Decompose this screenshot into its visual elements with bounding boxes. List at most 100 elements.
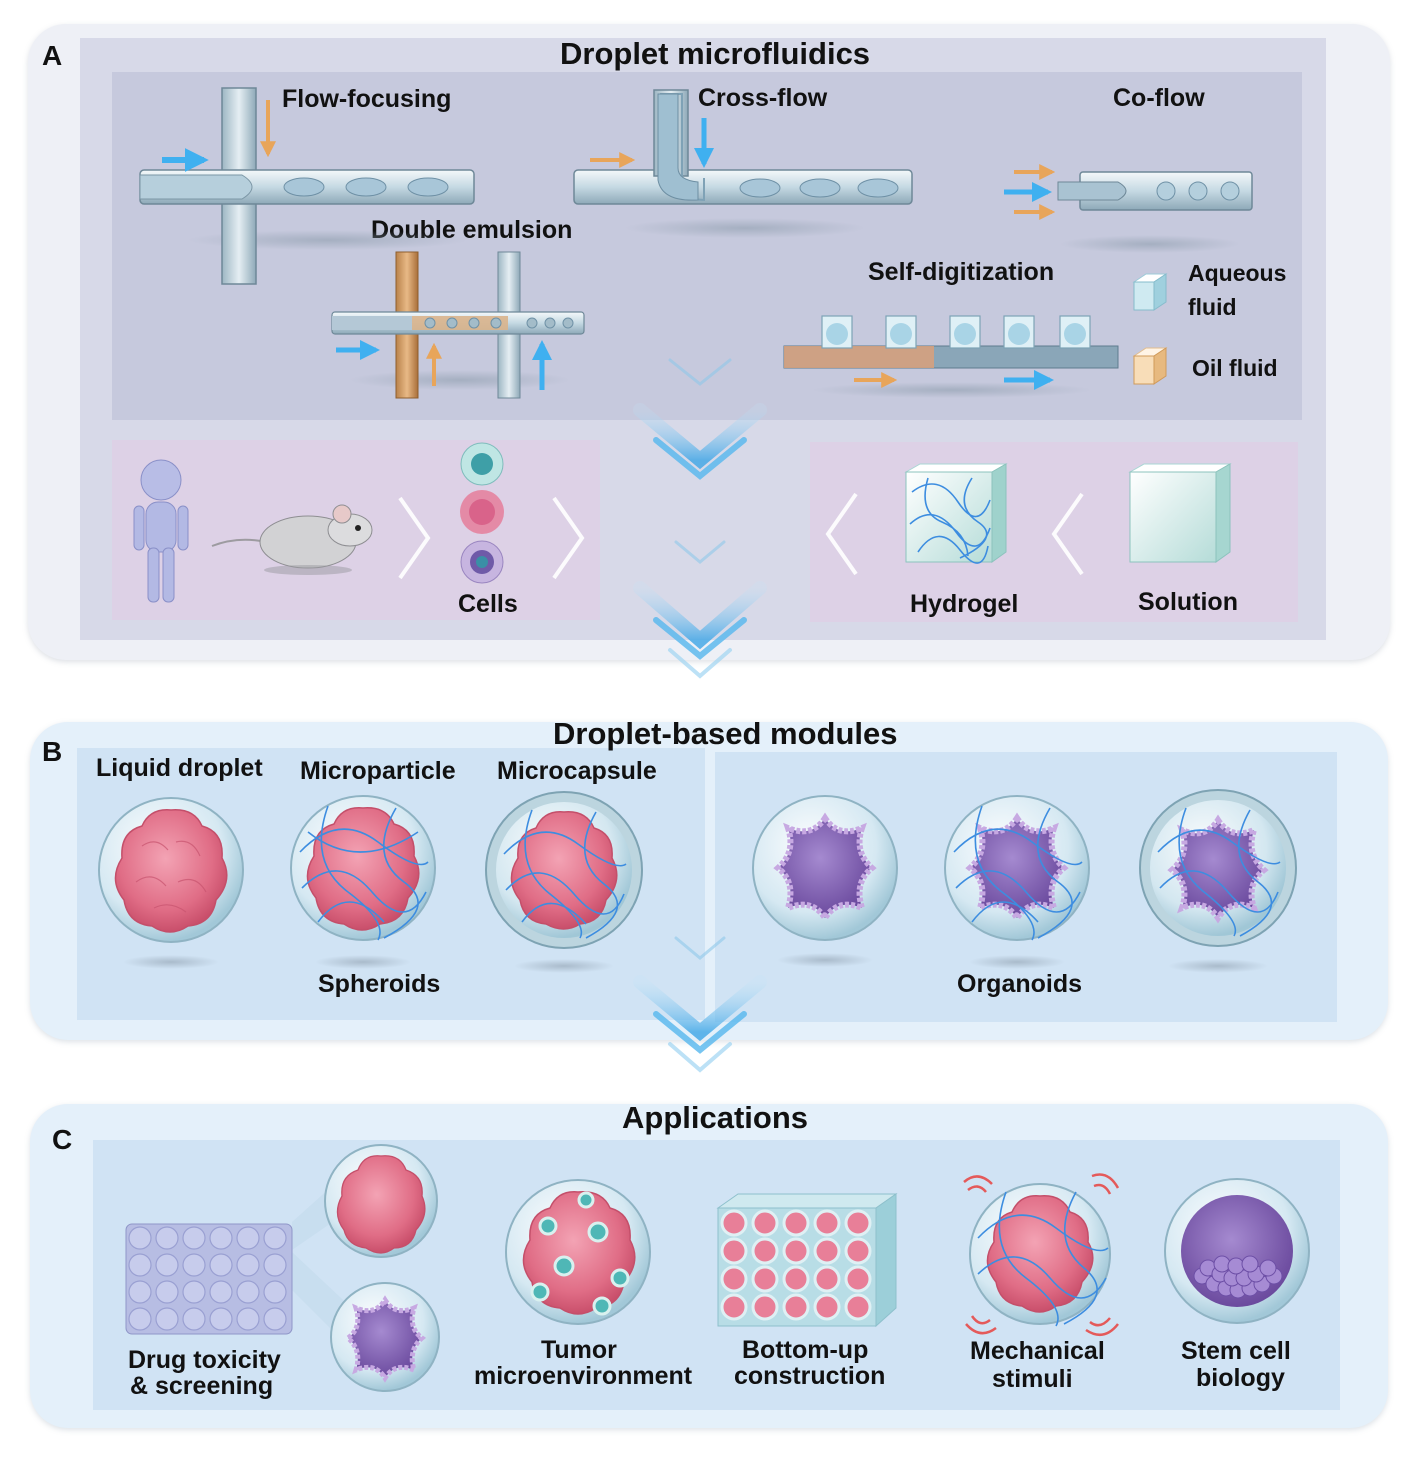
hydrogel-cube-icon: [904, 463, 1008, 564]
panel-b-title: Droplet-based modules: [553, 716, 898, 751]
well-icon: [182, 1253, 206, 1277]
cell-unit-icon: [782, 1293, 810, 1321]
well-icon: [182, 1280, 206, 1304]
well-icon: [263, 1307, 287, 1331]
cell-unit-icon: [844, 1293, 872, 1321]
mechanical-label-2: stimuli: [992, 1365, 1073, 1393]
solution-cube-icon: [1128, 463, 1232, 563]
well-icon: [155, 1226, 179, 1250]
cell-unit-icon: [782, 1209, 810, 1237]
human-figure-icon: [133, 459, 189, 603]
well-icon: [236, 1307, 260, 1331]
co-flow-device: [1004, 164, 1253, 253]
microparticle-spheroid-icon: [290, 795, 436, 969]
stem-cell-icon: [1227, 1257, 1245, 1275]
organoids-label: Organoids: [957, 970, 1083, 998]
well-icon: [128, 1307, 152, 1331]
chevron-right-icon: [398, 496, 431, 580]
aqueous-fluid-label-1: Aqueous: [1188, 260, 1287, 286]
cell-unit-icon: [720, 1209, 748, 1237]
oil-fluid-label: Oil fluid: [1192, 355, 1278, 381]
flow-focusing-device: [139, 87, 475, 285]
organoid-microcapsule-icon: [1139, 789, 1297, 973]
stem-cell-biology-icon: [1164, 1178, 1310, 1324]
well-icon: [155, 1253, 179, 1277]
well-icon: [236, 1226, 260, 1250]
mechanical-stimuli-icon: [963, 1173, 1120, 1337]
panel-a-title: Droplet microfluidics: [560, 36, 871, 71]
drug-toxicity-label-1: Drug toxicity: [128, 1346, 281, 1374]
cell-unit-icon: [844, 1265, 872, 1293]
organoid-droplet-icon: [752, 795, 898, 967]
well-icon: [128, 1280, 152, 1304]
cell-unit-icon: [813, 1237, 841, 1265]
aqueous-fluid-label-2: fluid: [1188, 294, 1237, 320]
panel-b-letter: B: [42, 736, 63, 767]
spheroid-screening-icon: [324, 1144, 438, 1258]
well-icon: [236, 1280, 260, 1304]
microparticle-label: Microparticle: [300, 757, 456, 785]
organoid-screening-icon: [330, 1282, 440, 1392]
well-icon: [209, 1307, 233, 1331]
cell-unit-icon: [751, 1209, 779, 1237]
chevron-right-icon: [552, 496, 585, 580]
cell-types-icon: [460, 442, 504, 584]
cell-unit-icon: [751, 1293, 779, 1321]
cell-unit-icon: [844, 1237, 872, 1265]
spheroids-label: Spheroids: [318, 970, 441, 998]
stem-cell-icon: [1241, 1255, 1259, 1273]
well-icon: [128, 1226, 152, 1250]
tumor-label-2: microenvironment: [474, 1362, 693, 1390]
hydrogel-label: Hydrogel: [910, 590, 1019, 618]
cell-unit-icon: [813, 1293, 841, 1321]
tumor-microenvironment-icon: [505, 1179, 651, 1325]
bottom-up-construction-icon: [716, 1193, 898, 1328]
flow-chevrons-b-icon: [633, 936, 767, 1073]
flow-chevrons-a-icon: [633, 358, 767, 679]
stem-cell-label-1: Stem cell: [1181, 1337, 1291, 1365]
well-icon: [155, 1307, 179, 1331]
well-icon: [182, 1307, 206, 1331]
well-icon: [128, 1253, 152, 1277]
stem-cell-icon: [1213, 1255, 1231, 1273]
cell-unit-icon: [844, 1209, 872, 1237]
aqueous-fluid-cube-icon: [1132, 273, 1168, 311]
oil-fluid-cube-icon: [1132, 347, 1168, 385]
cell-unit-icon: [782, 1265, 810, 1293]
mechanical-label-1: Mechanical: [970, 1337, 1105, 1365]
well-icon: [182, 1226, 206, 1250]
well-icon: [209, 1280, 233, 1304]
cell-unit-icon: [720, 1293, 748, 1321]
well-icon: [263, 1280, 287, 1304]
cell-unit-icon: [751, 1265, 779, 1293]
liquid-droplet-spheroid-icon: [98, 797, 244, 969]
self-digitization-device: [783, 315, 1119, 398]
microcapsule-spheroid-icon: [485, 791, 643, 973]
cell-unit-icon: [720, 1237, 748, 1265]
organoid-microparticle-icon: [944, 795, 1090, 969]
solution-label: Solution: [1138, 588, 1238, 616]
cell-unit-icon: [782, 1237, 810, 1265]
panel-a-letter: A: [42, 40, 63, 71]
co-flow-label: Co-flow: [1113, 84, 1205, 112]
cells-label: Cells: [458, 590, 518, 618]
stem-cell-label-2: biology: [1196, 1364, 1285, 1392]
chevron-left-icon: [1051, 492, 1084, 576]
bottom-up-label-1: Bottom-up: [742, 1336, 869, 1364]
tumor-label-1: Tumor: [541, 1336, 617, 1364]
cell-unit-icon: [720, 1265, 748, 1293]
cell-unit-icon: [813, 1209, 841, 1237]
well-icon: [263, 1226, 287, 1250]
cell-unit-icon: [813, 1265, 841, 1293]
mouse-icon: [211, 504, 373, 575]
well-icon: [209, 1226, 233, 1250]
well-icon: [263, 1253, 287, 1277]
chevron-left-icon: [825, 492, 858, 576]
stem-cell-icon: [1259, 1259, 1277, 1277]
double-emulsion-device: [331, 251, 585, 399]
well-icon: [209, 1253, 233, 1277]
cross-flow-device: [573, 89, 913, 238]
well-icon: [236, 1253, 260, 1277]
well-icon: [155, 1280, 179, 1304]
self-digitization-label: Self-digitization: [868, 258, 1055, 286]
